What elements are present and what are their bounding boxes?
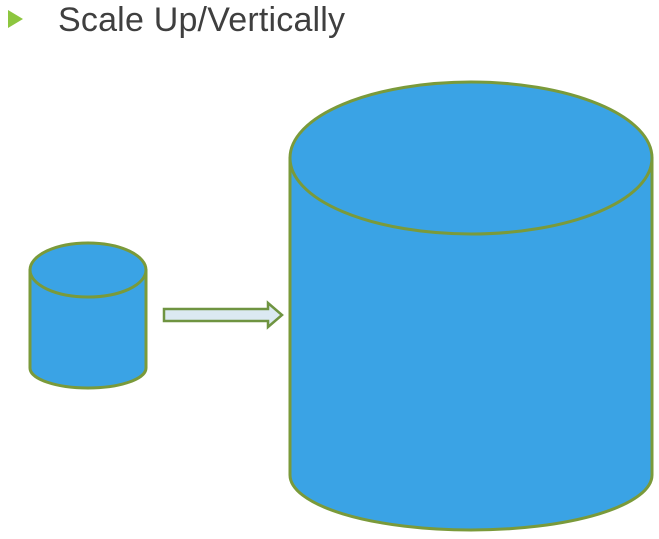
large-cylinder-body bbox=[288, 156, 654, 532]
slide-title: Scale Up/Vertically bbox=[58, 1, 346, 39]
small-cylinder-body bbox=[28, 268, 148, 390]
triangle-bullet-icon bbox=[8, 10, 23, 28]
arrow-shape bbox=[162, 300, 284, 330]
small-database-cylinder-icon bbox=[28, 241, 148, 390]
small-cylinder-top bbox=[28, 241, 148, 299]
large-database-cylinder-icon bbox=[288, 80, 654, 532]
right-arrow-icon bbox=[162, 300, 284, 330]
large-cylinder-top bbox=[288, 80, 654, 236]
